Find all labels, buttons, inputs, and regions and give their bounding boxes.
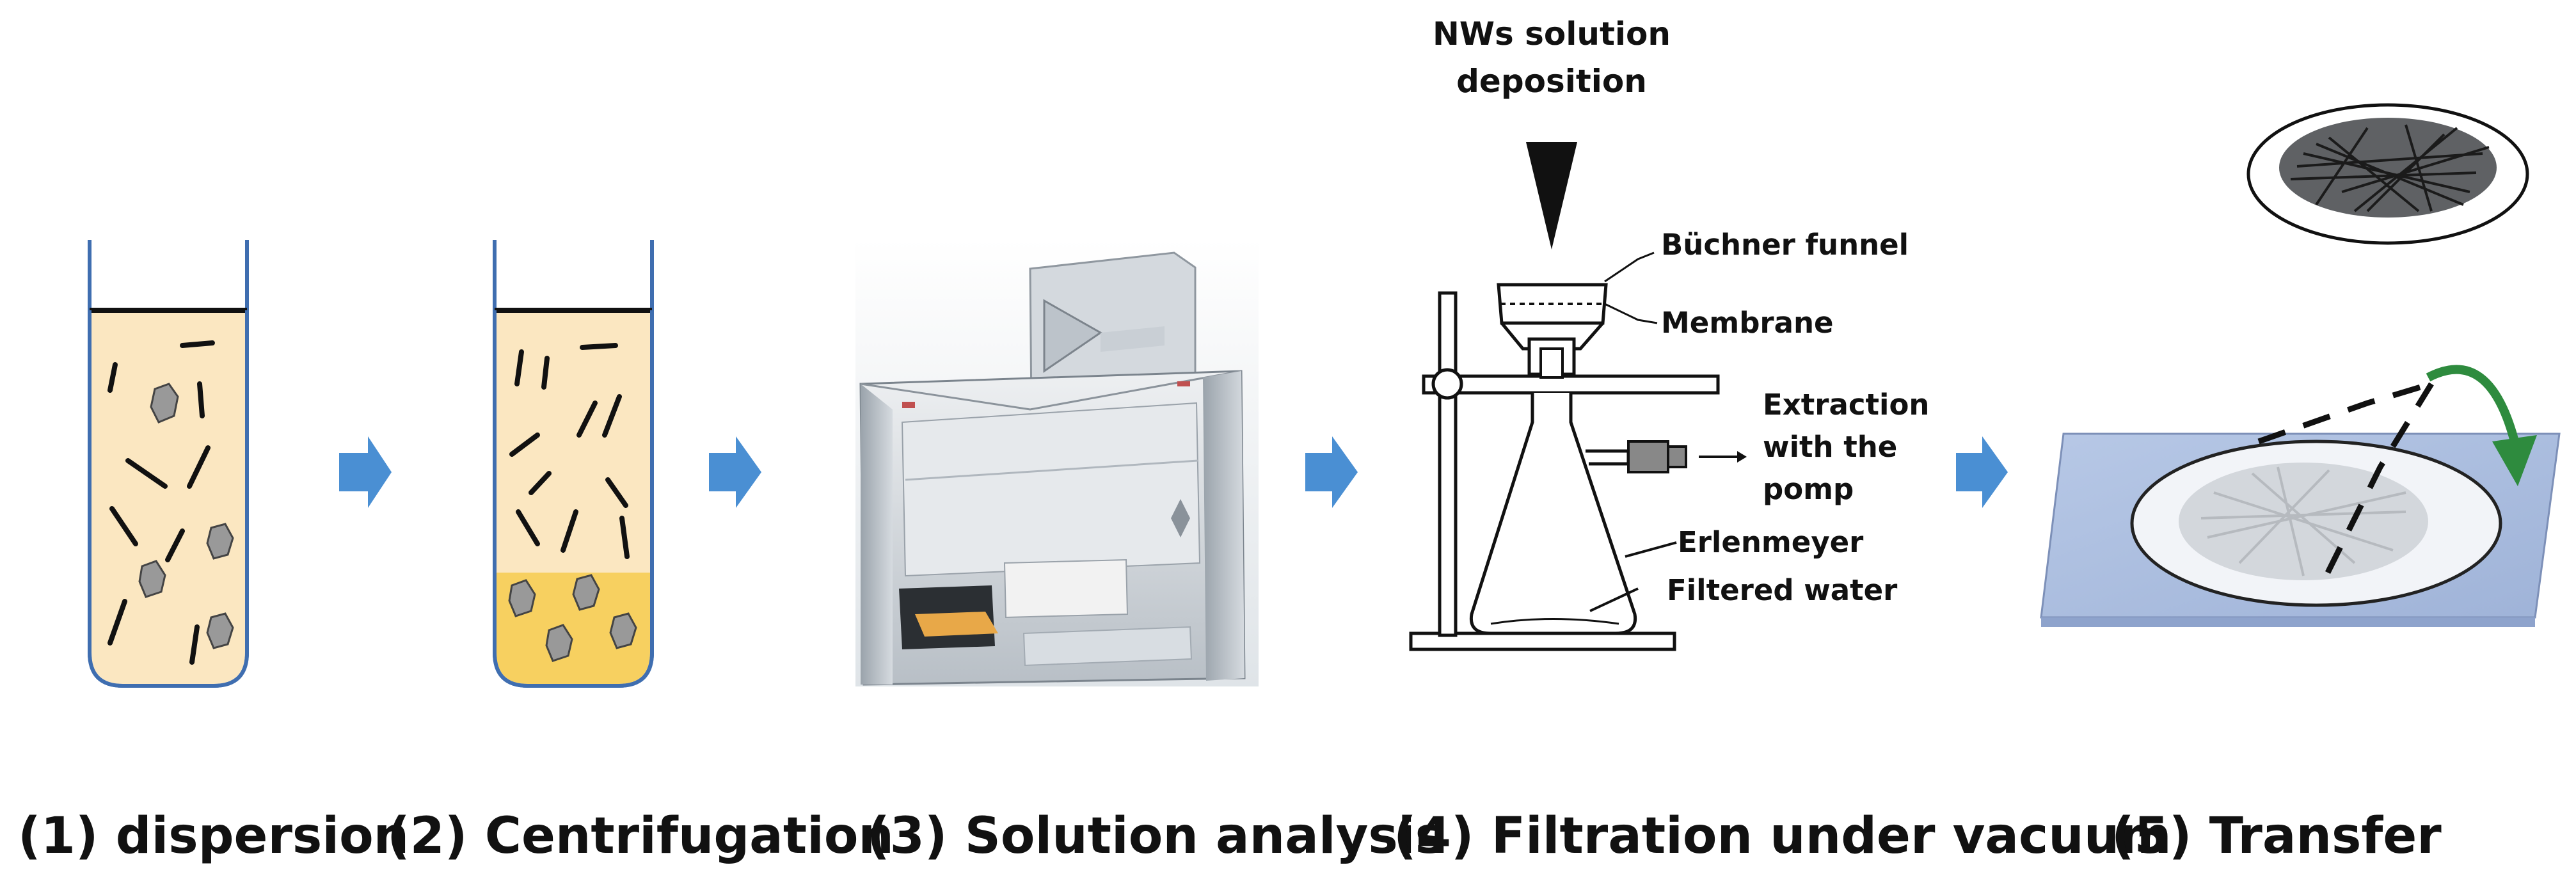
process-arrow-3 bbox=[1305, 436, 1358, 508]
step-label-centrifugation: (2) Centrifugation bbox=[387, 807, 894, 865]
step-label-dispersion: (1) dispersion bbox=[18, 807, 409, 865]
step-label-filtration: (4) Filtration under vacuum bbox=[1394, 807, 2172, 865]
dispersion-tube bbox=[88, 240, 249, 688]
deposition-label: NWs solution deposition bbox=[1424, 10, 1680, 105]
filtered-water-label: Filtered water bbox=[1667, 573, 1898, 607]
extraction-label-line2: with the bbox=[1763, 430, 1898, 464]
erlenmeyer-label: Erlenmeyer bbox=[1678, 525, 1864, 559]
extraction-label-line3: pomp bbox=[1763, 472, 1854, 506]
membrane-label: Membrane bbox=[1661, 306, 1834, 340]
extraction-label-line1: Extraction bbox=[1763, 388, 1930, 422]
buchner-funnel-label: Büchner funnel bbox=[1661, 228, 1909, 262]
step-label-transfer: (5) Transfer bbox=[2111, 807, 2442, 865]
deposition-label-line2: deposition bbox=[1456, 63, 1647, 100]
spectrophotometer-image bbox=[855, 239, 1259, 686]
centrifuge-tube bbox=[493, 240, 654, 688]
transfer-substrate bbox=[2040, 365, 2561, 627]
step-label-solution-analysis: (3) Solution analysis bbox=[867, 807, 1445, 865]
process-arrow-4 bbox=[1956, 436, 2008, 508]
filtration-setup bbox=[1409, 138, 1747, 651]
process-arrow-2 bbox=[709, 436, 761, 508]
deposition-label-line1: NWs solution bbox=[1433, 15, 1671, 52]
membrane-dish bbox=[2246, 103, 2529, 245]
extraction-label: Extraction with the pomp bbox=[1763, 384, 1929, 511]
process-arrow-1 bbox=[339, 436, 392, 508]
